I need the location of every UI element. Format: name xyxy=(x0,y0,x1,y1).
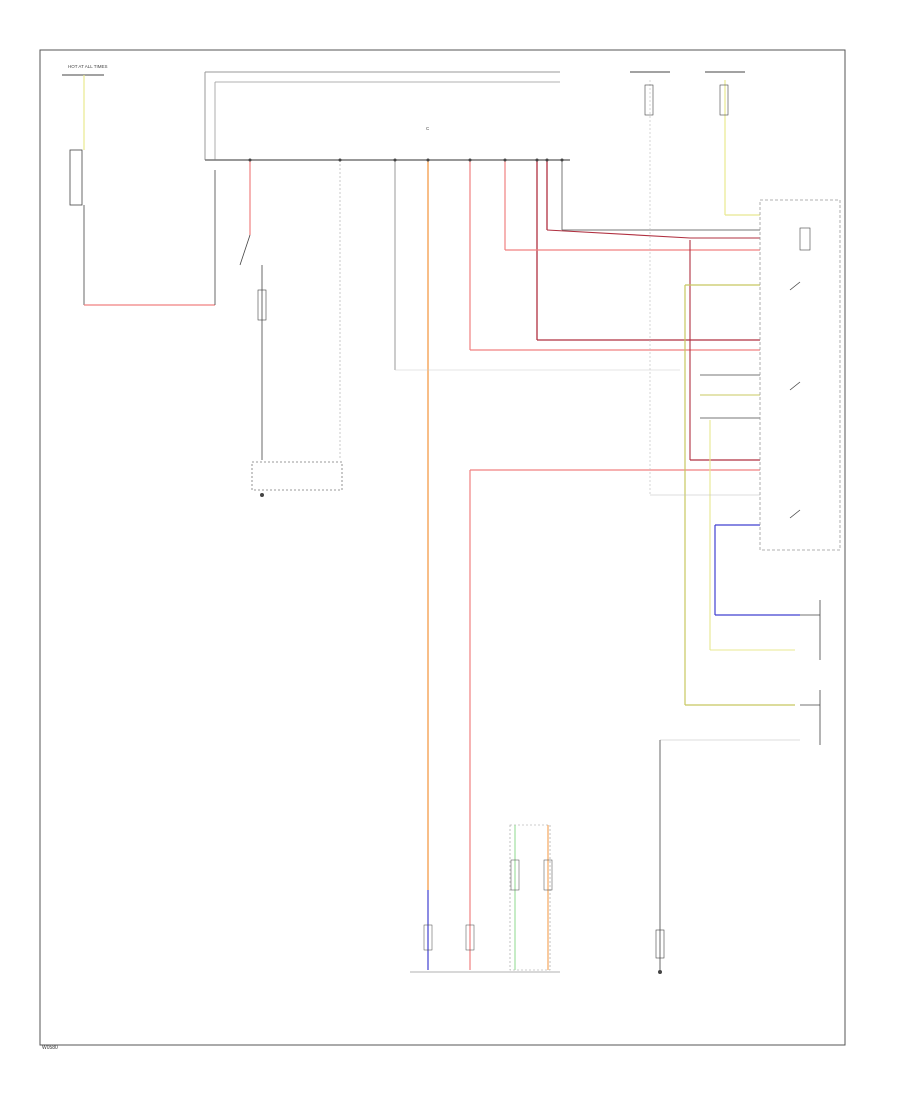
bottom-connector xyxy=(410,824,560,973)
connector-wires xyxy=(249,160,563,890)
diagram-border xyxy=(39,49,846,1046)
diagram-code: W0580 xyxy=(42,1045,58,1051)
fuse-block-left xyxy=(62,74,216,306)
switch-assembly xyxy=(759,199,841,551)
right-harness-wires xyxy=(395,80,800,890)
fuse-block-right xyxy=(630,71,745,116)
sensor-group-lower-right xyxy=(655,600,821,974)
oil-pressure-switch xyxy=(239,234,343,497)
header-bus xyxy=(204,71,570,161)
fuse-note-label: HOT AT ALL TIMES xyxy=(68,64,108,69)
connector-pins xyxy=(248,158,564,162)
center-tap-label: C xyxy=(426,126,430,131)
